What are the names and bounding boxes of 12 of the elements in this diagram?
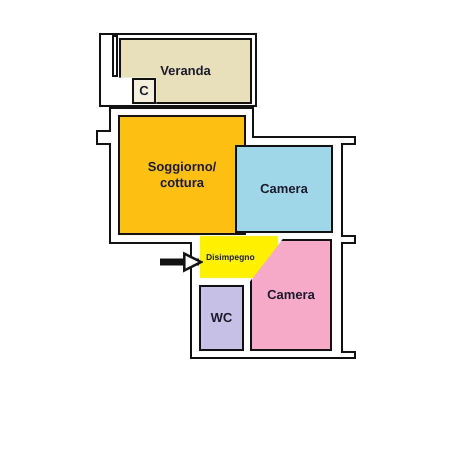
room-label: Disimpegno — [206, 252, 255, 262]
room — [199, 285, 244, 351]
room — [235, 145, 333, 233]
room-label: C — [139, 83, 149, 99]
room-label: Camera — [267, 287, 315, 303]
room-label: WC — [210, 310, 232, 326]
room — [118, 115, 246, 235]
room-label: Camera — [260, 181, 308, 197]
room-label: Veranda — [160, 63, 211, 79]
entrance-arrow — [160, 252, 202, 272]
room — [119, 38, 252, 104]
room-label: Soggiorno/ cottura — [146, 159, 218, 191]
